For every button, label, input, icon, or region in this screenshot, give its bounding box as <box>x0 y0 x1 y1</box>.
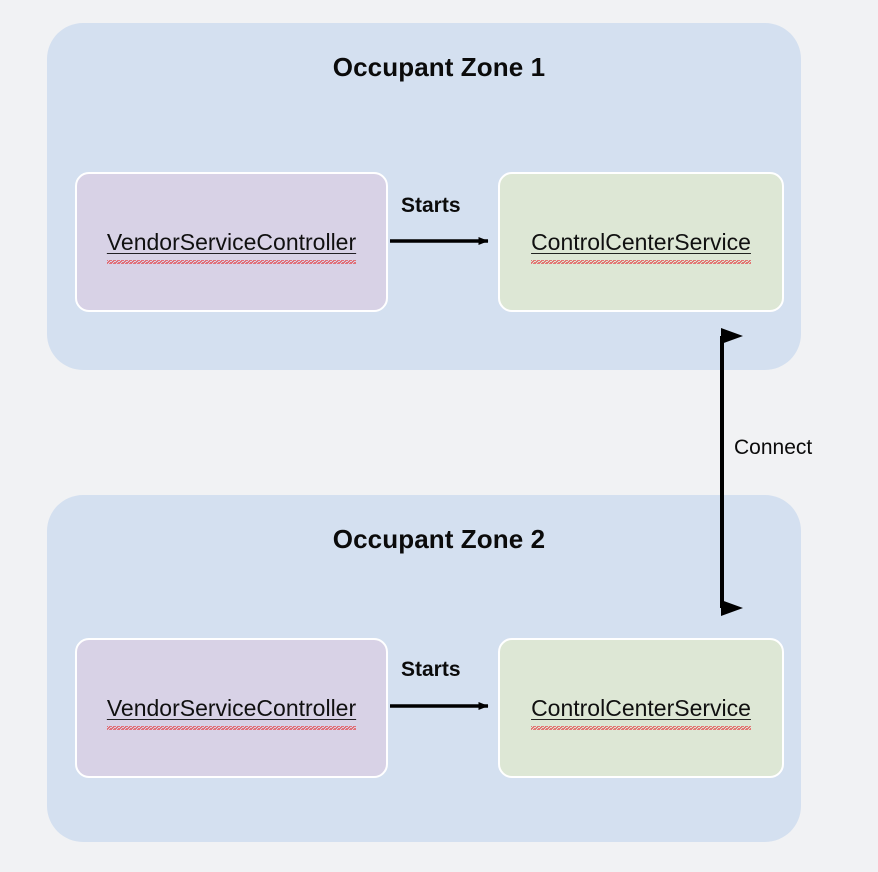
edge-label-connect: Connect <box>734 436 813 459</box>
node-vendor-service-controller-zone-1[interactable]: VendorServiceController <box>75 172 388 312</box>
node-label: ControlCenterService <box>531 694 751 730</box>
zone-title-occupant-zone-2: Occupant Zone 2 <box>332 524 546 554</box>
zone-title-occupant-zone-1: Occupant Zone 1 <box>332 52 546 82</box>
node-label: VendorServiceController <box>106 228 357 264</box>
node-control-center-service-zone-2[interactable]: ControlCenterService <box>498 638 784 778</box>
node-label: VendorServiceController <box>106 694 357 730</box>
node-label: ControlCenterService <box>531 228 751 264</box>
node-control-center-service-zone-1[interactable]: ControlCenterService <box>498 172 784 312</box>
edge-label-starts-zone-1: Starts <box>401 194 461 217</box>
node-vendor-service-controller-zone-2[interactable]: VendorServiceController <box>75 638 388 778</box>
edge-label-starts-zone-2: Starts <box>401 658 461 681</box>
